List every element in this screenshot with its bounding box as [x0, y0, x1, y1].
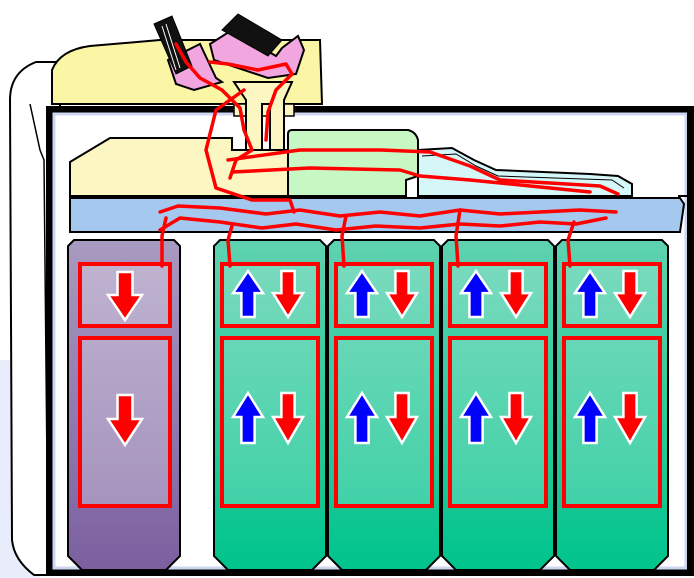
up-arrow-icon	[344, 390, 380, 445]
down-arrow-icon	[612, 391, 648, 446]
paper-path-line	[158, 216, 608, 232]
paper-path-line	[204, 88, 296, 214]
tray-slot-frame	[220, 336, 320, 508]
up-arrow-icon	[230, 268, 266, 319]
down-arrow-icon	[498, 269, 534, 320]
bidirectional-tray-3	[441, 239, 555, 571]
tray-slot-frame	[334, 336, 434, 508]
down-arrow-icon	[384, 391, 420, 446]
up-arrow-icon	[458, 268, 494, 319]
paper-path-line	[340, 214, 348, 268]
tray-slot-frame	[562, 336, 662, 508]
tray-slot-frame	[78, 262, 172, 328]
down-arrow-icon	[270, 269, 306, 320]
bidirectional-tray-4	[555, 239, 669, 571]
up-arrow-icon	[572, 390, 608, 445]
up-arrow-icon	[230, 390, 266, 445]
tray-slot-frame	[220, 262, 320, 328]
paper-path-line	[226, 224, 234, 268]
down-arrow-icon	[498, 391, 534, 446]
tray-single-direction-tray	[67, 239, 181, 571]
up-arrow-icon	[572, 268, 608, 319]
paper-path-group	[158, 42, 620, 268]
down-arrow-icon	[384, 269, 420, 320]
paper-path-line	[566, 220, 576, 268]
green-module	[287, 129, 419, 197]
down-arrow-icon	[612, 269, 648, 320]
up-arrow-icon	[344, 268, 380, 319]
paper-path-line	[230, 166, 592, 194]
paper-path-line	[158, 204, 618, 218]
paper-stack-icon	[221, 13, 283, 57]
bidirectional-tray-2	[327, 239, 441, 571]
tray-group	[67, 239, 669, 571]
down-arrow-icon	[105, 270, 145, 323]
inner-feeder	[69, 137, 291, 197]
tray-slot-frame	[78, 336, 172, 508]
tray-slot-frame	[448, 336, 548, 508]
paper-path-line	[208, 60, 294, 142]
paper-path-line	[454, 208, 462, 268]
down-arrow-icon	[105, 393, 145, 448]
bidirectional-tray-1	[213, 239, 327, 571]
tray-slot-frame	[562, 262, 662, 328]
tray-slot-frame	[448, 262, 548, 328]
light-blue-module-shadow	[421, 153, 625, 189]
paper-path-line	[226, 148, 620, 196]
paper-path-line	[160, 216, 168, 268]
tray-slot-frame	[334, 262, 434, 328]
up-arrow-icon	[458, 390, 494, 445]
down-arrow-icon	[270, 391, 306, 446]
